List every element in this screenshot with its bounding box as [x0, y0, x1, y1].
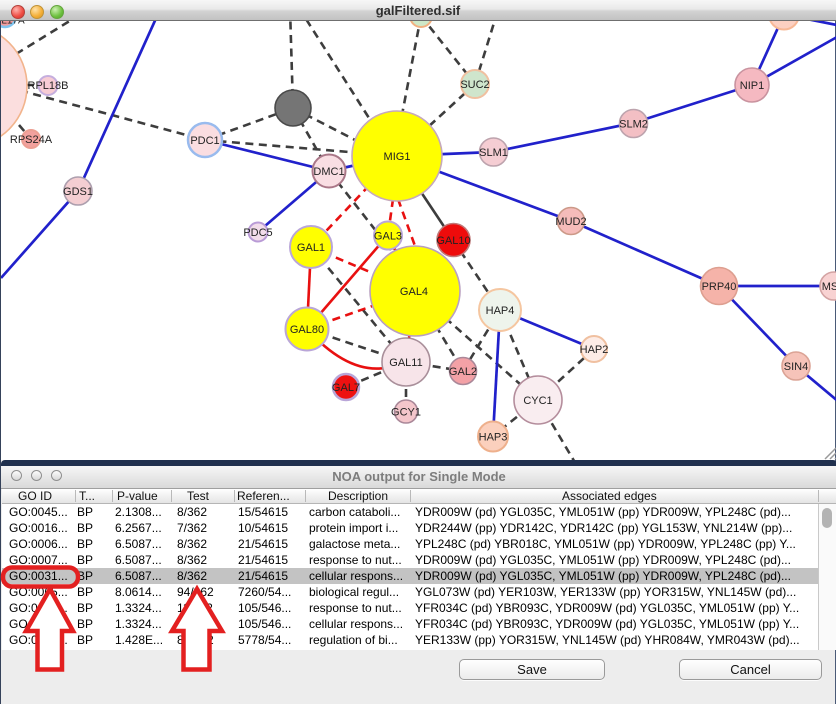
svg-text:MIG1: MIG1 — [384, 151, 411, 163]
svg-text:GAL10: GAL10 — [436, 235, 470, 247]
svg-text:PDC5: PDC5 — [243, 227, 272, 239]
svg-text:GDS1: GDS1 — [63, 186, 93, 198]
svg-text:GAL80: GAL80 — [290, 324, 324, 336]
svg-text:L17A: L17A — [1, 21, 25, 27]
svg-text:RPL18B: RPL18B — [28, 80, 69, 92]
svg-text:SLM1: SLM1 — [479, 147, 508, 159]
svg-text:GAL1: GAL1 — [297, 242, 325, 254]
svg-text:MSN5: MSN5 — [822, 281, 836, 293]
svg-text:SUC2: SUC2 — [460, 79, 489, 91]
svg-text:MUD2: MUD2 — [555, 216, 586, 228]
svg-text:HAP4: HAP4 — [486, 305, 515, 317]
svg-text:NIP1: NIP1 — [740, 80, 764, 92]
svg-text:HAP3: HAP3 — [479, 432, 508, 444]
svg-text:GCY1: GCY1 — [391, 407, 421, 419]
svg-text:DMC1: DMC1 — [313, 166, 344, 178]
svg-text:GAL3: GAL3 — [374, 231, 402, 243]
svg-text:CYC1: CYC1 — [523, 395, 552, 407]
svg-text:GAL2: GAL2 — [449, 366, 477, 378]
svg-text:SIN4: SIN4 — [784, 361, 808, 373]
svg-text:PRP40: PRP40 — [702, 281, 737, 293]
svg-text:PDC1: PDC1 — [190, 135, 219, 147]
svg-text:SLM2: SLM2 — [619, 119, 648, 131]
svg-text:RPS24A: RPS24A — [10, 134, 53, 146]
svg-text:GAL4: GAL4 — [400, 286, 428, 298]
svg-text:GAL11: GAL11 — [389, 357, 422, 369]
svg-text:HAP2: HAP2 — [580, 344, 609, 356]
svg-text:GAL7: GAL7 — [332, 382, 360, 394]
